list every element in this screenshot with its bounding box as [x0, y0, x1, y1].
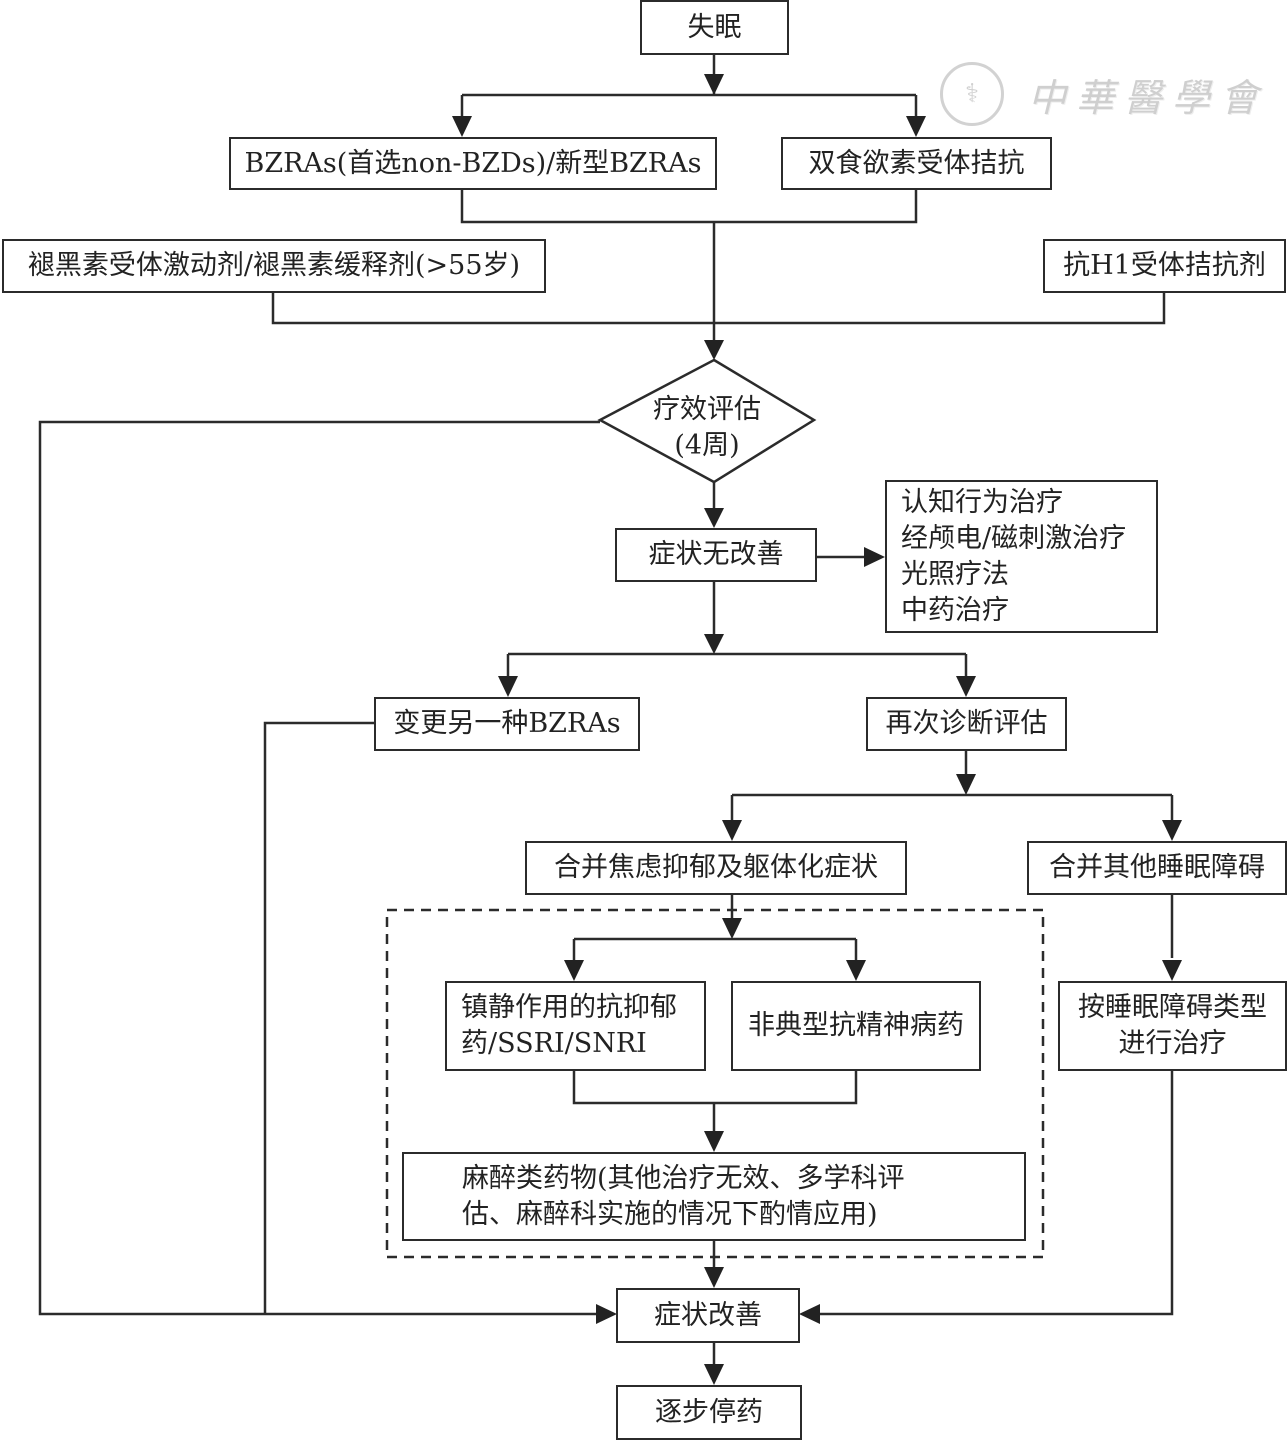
node-evaluation-label: 疗效评估 (4周) — [600, 392, 814, 464]
node-improved: 症状改善 — [616, 1288, 800, 1343]
edge-merge-second-line — [271, 292, 1166, 325]
evaluation-line1: 疗效评估 — [653, 394, 761, 425]
node-sedative-antidepressant: 镇静作用的抗抑郁 药/SSRI/SNRI — [445, 981, 706, 1071]
arrowhead-icon — [596, 1304, 617, 1324]
node-atypical-antipsychotic: 非典型抗精神病药 — [731, 981, 981, 1071]
nondrug-item: 经颅电/磁刺激治疗 — [901, 522, 1127, 554]
edge-merge-antidep — [572, 1070, 858, 1105]
node-melatonin: 褪黑素受体激动剂/褪黑素缓释剂(>55岁) — [2, 239, 546, 293]
node-melatonin-label: 褪黑素受体激动剂/褪黑素缓释剂(>55岁) — [27, 250, 521, 281]
arrowhead-icon — [722, 918, 742, 939]
node-h1: 抗H1受体拮抗剂 — [1043, 239, 1286, 293]
seal-icon: ⚕ — [940, 62, 1004, 126]
arrowhead-icon — [906, 116, 926, 137]
node-no-improvement: 症状无改善 — [615, 528, 817, 582]
sedative-line2: 药/SSRI/SNRI — [461, 1028, 647, 1059]
edge-bytype-to-improved — [820, 1070, 1174, 1316]
node-insomnia-label: 失眠 — [687, 11, 742, 43]
edge-merge-first-line — [460, 190, 918, 224]
watermark-text: 中華醫學會 — [1028, 75, 1269, 120]
edge-evaluation-to-improved — [38, 420, 600, 1316]
node-switch-bzras-label: 变更另一种BZRAs — [393, 708, 621, 739]
arrowhead-icon — [452, 116, 472, 137]
by-type-line2: 进行治疗 — [1118, 1028, 1227, 1059]
node-nondrug: 认知行为治疗 经颅电/磁刺激治疗 光照疗法 中药治疗 — [885, 480, 1158, 633]
edge-switch-to-improved — [263, 721, 374, 1314]
arrowhead-icon — [956, 676, 976, 697]
arrowhead-icon — [704, 508, 724, 528]
nondrug-item: 认知行为治疗 — [901, 486, 1063, 518]
node-treat-by-type: 按睡眠障碍类型 进行治疗 — [1058, 981, 1287, 1071]
node-dora: 双食欲素受体拮抗 — [781, 137, 1052, 190]
nondrug-item: 光照疗法 — [901, 558, 1009, 590]
node-rediagnose: 再次诊断评估 — [866, 697, 1067, 751]
arrowhead-icon — [704, 634, 724, 654]
node-anxiety-depression: 合并焦虑抑郁及躯体化症状 — [525, 841, 907, 895]
node-h1-label: 抗H1受体拮抗剂 — [1063, 250, 1266, 281]
node-anesthetic: 麻醉类药物(其他治疗无效、多学科评 估、麻醉科实施的情况下酌情应用) — [402, 1152, 1026, 1241]
sedative-line1: 镇静作用的抗抑郁 — [461, 992, 677, 1023]
arrowhead-icon — [956, 774, 976, 795]
seal-glyph: ⚕ — [964, 79, 980, 109]
arrowhead-icon — [799, 1304, 820, 1324]
node-improved-label: 症状改善 — [654, 1299, 762, 1331]
node-no-improvement-label: 症状无改善 — [648, 539, 784, 570]
arrowhead-icon — [498, 676, 518, 697]
arrowhead-icon — [704, 1364, 724, 1385]
watermark: ⚕ 中華醫學會 — [940, 62, 1268, 126]
arrowhead-icon — [846, 960, 866, 981]
arrowhead-icon — [704, 1131, 724, 1152]
node-rediagnose-label: 再次诊断评估 — [885, 708, 1048, 739]
node-switch-bzras: 变更另一种BZRAs — [374, 697, 640, 751]
node-other-sleep-label: 合并其他睡眠障碍 — [1049, 852, 1265, 883]
node-insomnia: 失眠 — [640, 0, 789, 55]
node-taper: 逐步停药 — [616, 1385, 802, 1440]
medication-group-dashed-border — [385, 908, 1045, 1259]
node-dora-label: 双食欲素受体拮抗 — [808, 147, 1025, 179]
node-atypical-label: 非典型抗精神病药 — [748, 1010, 964, 1041]
node-bzras-label: BZRAs(首选non-BZDs)/新型BZRAs — [244, 147, 702, 179]
arrowhead-icon — [704, 340, 724, 360]
anesthetic-line2: 估、麻醉科实施的情况下酌情应用) — [462, 1198, 878, 1230]
anesthetic-line1: 麻醉类药物(其他治疗无效、多学科评 — [462, 1162, 905, 1194]
node-other-sleep: 合并其他睡眠障碍 — [1027, 841, 1287, 895]
arrowhead-icon — [722, 820, 742, 841]
evaluation-line2: (4周) — [674, 430, 740, 461]
node-anxiety-depression-label: 合并焦虑抑郁及躯体化症状 — [554, 852, 878, 883]
arrowhead-icon — [704, 74, 724, 95]
nondrug-item: 中药治疗 — [901, 594, 1009, 626]
arrowhead-icon — [1162, 960, 1182, 981]
arrowhead-icon — [1162, 820, 1182, 841]
arrowhead-icon — [704, 1267, 724, 1288]
node-bzras: BZRAs(首选non-BZDs)/新型BZRAs — [229, 137, 717, 190]
node-taper-label: 逐步停药 — [655, 1396, 763, 1428]
arrowhead-icon — [564, 960, 584, 981]
by-type-line1: 按睡眠障碍类型 — [1078, 992, 1267, 1023]
arrowhead-icon — [864, 547, 885, 567]
